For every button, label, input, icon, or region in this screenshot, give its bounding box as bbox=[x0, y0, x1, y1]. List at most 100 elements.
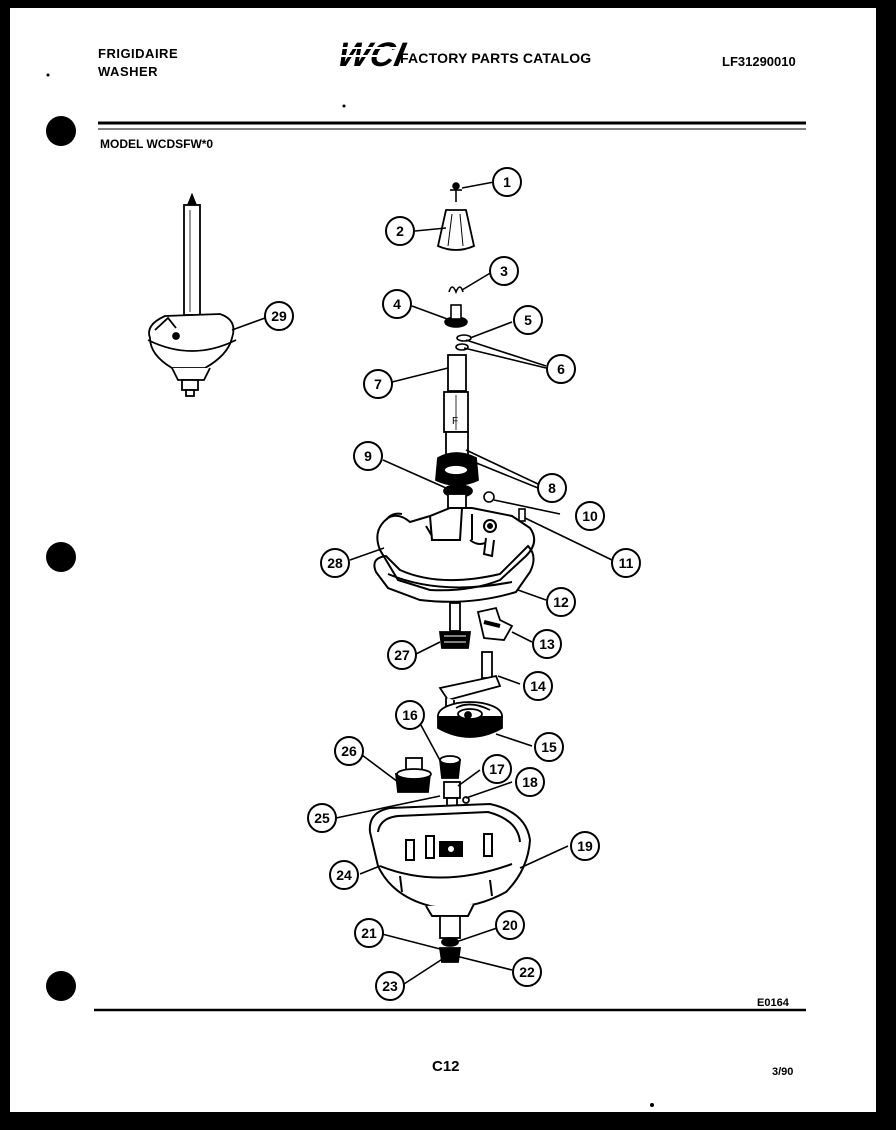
callout-27: 27 bbox=[387, 640, 417, 670]
callout-label: 13 bbox=[539, 636, 555, 652]
callout-label: 15 bbox=[541, 739, 557, 755]
callout-label: 26 bbox=[341, 743, 357, 759]
callout-circle bbox=[387, 640, 417, 670]
callout-label: 29 bbox=[271, 308, 287, 324]
callout-18: 18 bbox=[515, 767, 545, 797]
callout-24: 24 bbox=[329, 860, 359, 890]
callout-circle bbox=[515, 767, 545, 797]
callout-circle bbox=[375, 971, 405, 1001]
callout-label: 12 bbox=[553, 594, 569, 610]
callout-6: 6 bbox=[546, 354, 576, 384]
page-number: C12 bbox=[432, 1058, 460, 1075]
part-12-gasket bbox=[373, 544, 535, 603]
part-2-cap bbox=[436, 209, 476, 251]
part-11-screw bbox=[518, 508, 526, 522]
callout-15: 15 bbox=[534, 732, 564, 762]
callout-5: 5 bbox=[513, 305, 543, 335]
callout-label: 7 bbox=[374, 376, 382, 392]
callout-label: 11 bbox=[619, 555, 634, 571]
callout-label: 23 bbox=[382, 978, 398, 994]
part-26-gear bbox=[394, 757, 432, 793]
callout-label: 1 bbox=[503, 174, 511, 190]
callout-label: 20 bbox=[502, 917, 518, 933]
wci-logo: WCI bbox=[334, 36, 409, 74]
leader-lines bbox=[231, 181, 613, 985]
callout-label: 16 bbox=[402, 707, 418, 723]
callout-10: 10 bbox=[575, 501, 605, 531]
date-code: 3/90 bbox=[772, 1066, 794, 1078]
callout-label: 21 bbox=[361, 925, 377, 941]
part-19-gear-case bbox=[368, 802, 532, 917]
callout-25: 25 bbox=[307, 803, 337, 833]
part-8-shaft-lower bbox=[435, 431, 479, 486]
callout-label: 2 bbox=[396, 223, 404, 239]
stray-dot bbox=[46, 73, 50, 77]
part-15-main-gear bbox=[437, 701, 503, 738]
callout-label: 8 bbox=[548, 480, 556, 496]
callout-circle bbox=[320, 548, 350, 578]
callout-1: 1 bbox=[492, 167, 522, 197]
callout-circle bbox=[523, 671, 553, 701]
callout-29: 29 bbox=[264, 301, 294, 331]
callout-label: 9 bbox=[364, 448, 372, 464]
callout-label: 19 bbox=[577, 838, 593, 854]
binder-hole bbox=[46, 542, 76, 572]
callout-circle bbox=[353, 441, 383, 471]
part-20-23-hub bbox=[438, 915, 462, 963]
callout-circle bbox=[492, 167, 522, 197]
callout-circle bbox=[382, 289, 412, 319]
callout-circle bbox=[334, 736, 364, 766]
callout-circle bbox=[546, 354, 576, 384]
callout-circle bbox=[482, 754, 512, 784]
callout-circle bbox=[512, 957, 542, 987]
catalog-number: LF31290010 bbox=[722, 54, 796, 69]
callout-14: 14 bbox=[523, 671, 553, 701]
callout-26: 26 bbox=[334, 736, 364, 766]
callout-circle bbox=[354, 918, 384, 948]
callout-2: 2 bbox=[385, 216, 415, 246]
callout-19: 19 bbox=[570, 831, 600, 861]
callout-16: 16 bbox=[395, 700, 425, 730]
callout-22: 22 bbox=[512, 957, 542, 987]
callout-12: 12 bbox=[546, 587, 576, 617]
model-label: MODEL WCDSFW*0 bbox=[100, 137, 214, 151]
callout-label: 14 bbox=[530, 678, 546, 694]
part-10-bolt bbox=[483, 491, 495, 503]
callout-circle bbox=[611, 548, 641, 578]
callout-label: 10 bbox=[582, 508, 598, 524]
callout-8: 8 bbox=[537, 473, 567, 503]
callout-circle bbox=[495, 910, 525, 940]
part-3-clip bbox=[448, 286, 464, 295]
callout-circle bbox=[385, 216, 415, 246]
callout-13: 13 bbox=[532, 629, 562, 659]
stray-dot bbox=[650, 1103, 654, 1107]
callout-circle bbox=[534, 732, 564, 762]
callout-circle bbox=[363, 369, 393, 399]
callout-label: 28 bbox=[327, 555, 343, 571]
callout-label: 3 bbox=[500, 263, 508, 279]
svg-text:F: F bbox=[452, 416, 458, 427]
catalog-title: FACTORY PARTS CATALOG bbox=[400, 50, 592, 66]
callout-label: 22 bbox=[519, 964, 535, 980]
part-4-seal bbox=[444, 304, 468, 328]
callout-3: 3 bbox=[489, 256, 519, 286]
callout-label: 24 bbox=[336, 867, 352, 883]
callout-4: 4 bbox=[382, 289, 412, 319]
callout-17: 17 bbox=[482, 754, 512, 784]
callout-label: 6 bbox=[557, 361, 565, 377]
appliance-type: WASHER bbox=[98, 64, 159, 79]
part-1-screw bbox=[450, 182, 462, 202]
callout-label: 27 bbox=[394, 647, 410, 663]
callout-circle bbox=[532, 629, 562, 659]
callout-7: 7 bbox=[363, 369, 393, 399]
callout-label: 17 bbox=[489, 761, 505, 777]
callout-21: 21 bbox=[354, 918, 384, 948]
callout-circle bbox=[329, 860, 359, 890]
callout-circle bbox=[575, 501, 605, 531]
binder-hole bbox=[46, 971, 76, 1001]
part-27-gear bbox=[438, 602, 472, 649]
callout-circle bbox=[570, 831, 600, 861]
brand-name: FRIGIDAIRE bbox=[98, 46, 179, 61]
